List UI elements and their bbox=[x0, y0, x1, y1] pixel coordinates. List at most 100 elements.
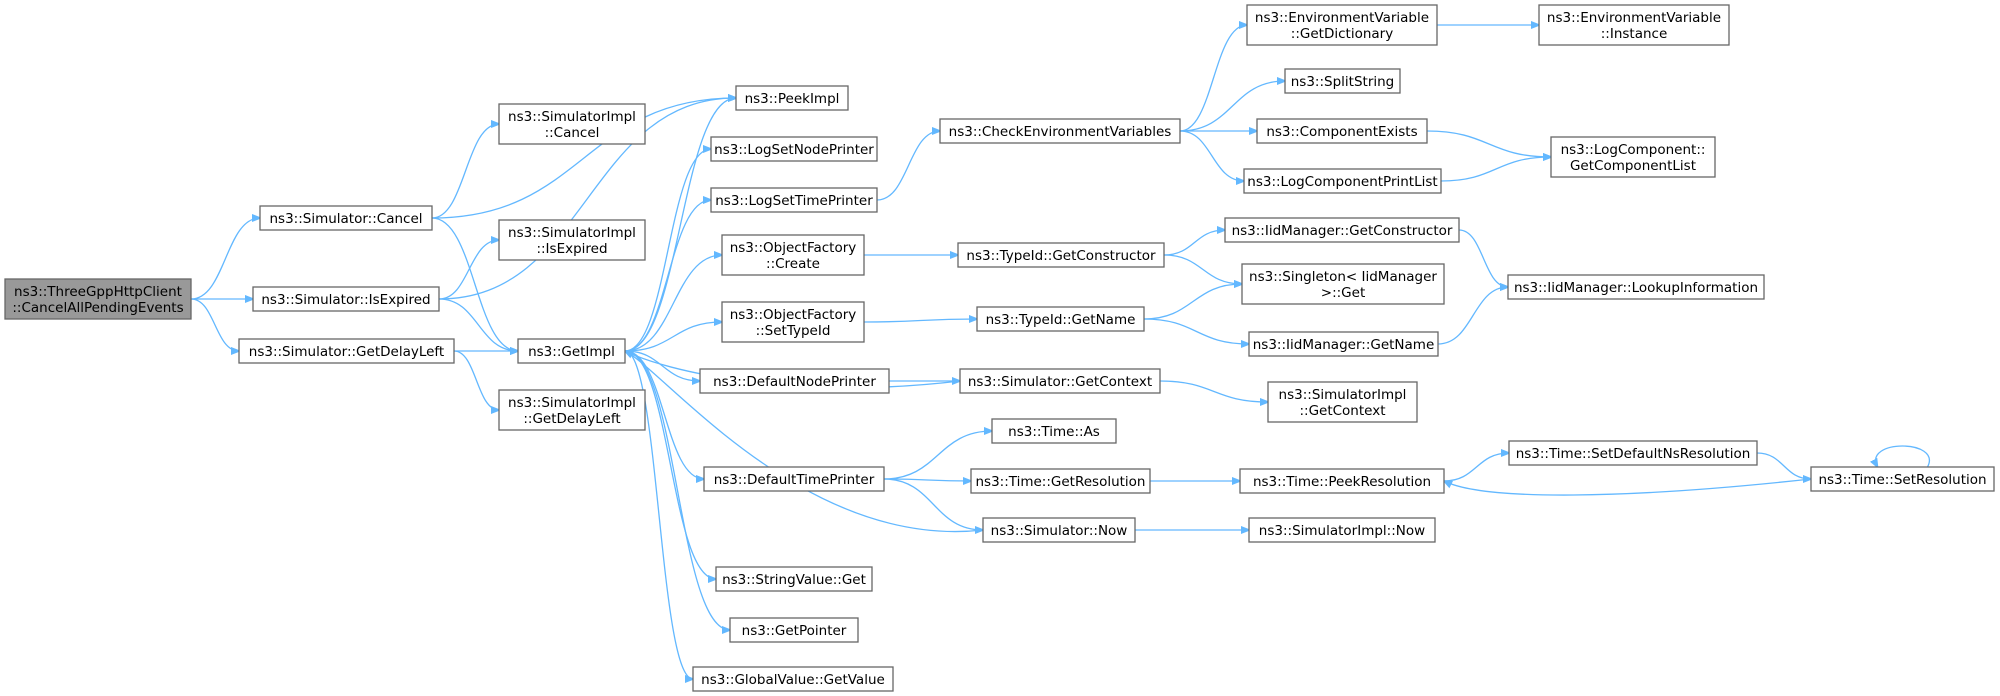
node-logcomponent_getlist[interactable]: ns3::LogComponent::GetComponentList bbox=[1550, 136, 1716, 178]
node-root[interactable]: ns3::ThreeGppHttpClient::CancelAllPendin… bbox=[4, 278, 192, 320]
node-envvar_instance[interactable]: ns3::EnvironmentVariable::Instance bbox=[1538, 4, 1730, 46]
node-box[interactable] bbox=[259, 205, 433, 231]
node-box[interactable] bbox=[957, 242, 1165, 268]
node-box[interactable] bbox=[1243, 168, 1442, 194]
node-logsetnodeprinter[interactable]: ns3::LogSetNodePrinter bbox=[710, 136, 878, 162]
node-box[interactable] bbox=[729, 617, 859, 643]
edge-root-to-sim_cancel bbox=[190, 218, 260, 300]
node-box[interactable] bbox=[1241, 263, 1445, 305]
node-simimpl_now[interactable]: ns3::SimulatorImpl::Now bbox=[1248, 517, 1436, 543]
edge-componentexists-to-logcomponent_getlist bbox=[1426, 130, 1551, 157]
node-label: ns3::DefaultNodePrinter bbox=[713, 374, 876, 390]
node-iid_getname[interactable]: ns3::IidManager::GetName bbox=[1248, 331, 1439, 357]
node-box[interactable] bbox=[1284, 68, 1401, 94]
node-label: ns3::ThreeGppHttpClient bbox=[14, 284, 182, 300]
node-of_create[interactable]: ns3::ObjectFactory::Create bbox=[721, 234, 865, 276]
node-box[interactable] bbox=[1508, 440, 1758, 466]
node-box[interactable] bbox=[715, 566, 873, 592]
node-checkenv[interactable]: ns3::CheckEnvironmentVariables bbox=[939, 118, 1181, 144]
node-label: ns3::LogSetNodePrinter bbox=[714, 142, 874, 158]
node-time_getresolution[interactable]: ns3::Time::GetResolution bbox=[970, 468, 1151, 494]
node-box[interactable] bbox=[498, 103, 646, 145]
node-iid_lookupinformation[interactable]: ns3::IidManager::LookupInformation bbox=[1507, 274, 1765, 300]
node-sim_isexpired[interactable]: ns3::Simulator::IsExpired bbox=[252, 286, 440, 312]
node-box[interactable] bbox=[1507, 274, 1765, 300]
node-defaulttimeprinter[interactable]: ns3::DefaultTimePrinter bbox=[703, 466, 885, 492]
node-getpointer[interactable]: ns3::GetPointer bbox=[729, 617, 859, 643]
node-label: ns3::Singleton< IidManager bbox=[1249, 269, 1437, 285]
node-singleton_get[interactable]: ns3::Singleton< IidManager>::Get bbox=[1241, 263, 1445, 305]
node-logsettimeprinter[interactable]: ns3::LogSetTimePrinter bbox=[710, 187, 878, 213]
node-sim_getdelayleft[interactable]: ns3::Simulator::GetDelayLeft bbox=[238, 338, 455, 364]
node-box[interactable] bbox=[970, 468, 1151, 494]
node-box[interactable] bbox=[1810, 466, 1995, 492]
node-typeid_getconstructor[interactable]: ns3::TypeId::GetConstructor bbox=[957, 242, 1165, 268]
node-time_as[interactable]: ns3::Time::As bbox=[991, 418, 1117, 444]
edge-getimpl-to-of_create bbox=[624, 255, 722, 352]
node-box[interactable] bbox=[939, 118, 1181, 144]
edge-getimpl-to-of_settypeid bbox=[624, 322, 722, 352]
node-time_peekresolution[interactable]: ns3::Time::PeekResolution bbox=[1239, 468, 1445, 494]
node-label: ns3::LogSetTimePrinter bbox=[715, 193, 873, 209]
node-splitstring[interactable]: ns3::SplitString bbox=[1284, 68, 1401, 94]
node-iid_getconstructor[interactable]: ns3::IidManager::GetConstructor bbox=[1224, 217, 1460, 243]
node-simimpl_getdelayleft[interactable]: ns3::SimulatorImpl::GetDelayLeft bbox=[498, 389, 646, 431]
node-box[interactable] bbox=[721, 234, 865, 276]
node-box[interactable] bbox=[498, 389, 646, 431]
node-box[interactable] bbox=[991, 418, 1117, 444]
node-box[interactable] bbox=[982, 517, 1136, 543]
node-typeid_getname[interactable]: ns3::TypeId::GetName bbox=[976, 306, 1145, 332]
node-label: ns3::LogComponent:: bbox=[1561, 142, 1706, 158]
edge-getimpl-to-logsettimeprinter bbox=[624, 200, 711, 352]
node-sim_getcontext[interactable]: ns3::Simulator::GetContext bbox=[959, 368, 1161, 394]
node-box[interactable] bbox=[699, 368, 890, 394]
node-box[interactable] bbox=[1239, 468, 1445, 494]
node-box[interactable] bbox=[1256, 118, 1428, 144]
node-simimpl_cancel[interactable]: ns3::SimulatorImpl::Cancel bbox=[498, 103, 646, 145]
node-box[interactable] bbox=[721, 301, 865, 343]
node-label: ns3::Time::As bbox=[1008, 424, 1100, 440]
node-componentexists[interactable]: ns3::ComponentExists bbox=[1256, 118, 1428, 144]
node-getimpl[interactable]: ns3::GetImpl bbox=[517, 338, 626, 364]
nodes-layer: ns3::ThreeGppHttpClient::CancelAllPendin… bbox=[4, 4, 1995, 692]
node-time_setdefaultnsresolution[interactable]: ns3::Time::SetDefaultNsResolution bbox=[1508, 440, 1758, 466]
node-box[interactable] bbox=[4, 278, 192, 320]
node-simimpl_isexpired[interactable]: ns3::SimulatorImpl::IsExpired bbox=[498, 219, 646, 261]
node-logcomponentprintlist[interactable]: ns3::LogComponentPrintList bbox=[1243, 168, 1442, 194]
node-box[interactable] bbox=[252, 286, 440, 312]
node-box[interactable] bbox=[735, 85, 849, 111]
node-sim_now[interactable]: ns3::Simulator::Now bbox=[982, 517, 1136, 543]
node-of_settypeid[interactable]: ns3::ObjectFactory::SetTypeId bbox=[721, 301, 865, 343]
node-box[interactable] bbox=[238, 338, 455, 364]
node-simimpl_getcontext[interactable]: ns3::SimulatorImpl::GetContext bbox=[1267, 381, 1418, 423]
node-stringvalue_get[interactable]: ns3::StringValue::Get bbox=[715, 566, 873, 592]
node-box[interactable] bbox=[1248, 331, 1439, 357]
node-defaultnodeprinter[interactable]: ns3::DefaultNodePrinter bbox=[699, 368, 890, 394]
edge-getimpl-to-globalvalue_getvalue bbox=[624, 350, 693, 679]
node-box[interactable] bbox=[959, 368, 1161, 394]
node-box[interactable] bbox=[976, 306, 1145, 332]
node-box[interactable] bbox=[1267, 381, 1418, 423]
node-globalvalue_getvalue[interactable]: ns3::GlobalValue::GetValue bbox=[692, 666, 894, 692]
node-label: ns3::Time::SetDefaultNsResolution bbox=[1516, 446, 1751, 462]
node-label: ::SetTypeId bbox=[756, 323, 831, 339]
node-box[interactable] bbox=[1538, 4, 1730, 46]
node-box[interactable] bbox=[1550, 136, 1716, 178]
node-box[interactable] bbox=[498, 219, 646, 261]
node-box[interactable] bbox=[692, 666, 894, 692]
node-sim_cancel[interactable]: ns3::Simulator::Cancel bbox=[259, 205, 433, 231]
node-label: ns3::Time::PeekResolution bbox=[1253, 474, 1431, 490]
node-box[interactable] bbox=[517, 338, 626, 364]
node-box[interactable] bbox=[1224, 217, 1460, 243]
node-box[interactable] bbox=[710, 187, 878, 213]
node-box[interactable] bbox=[703, 466, 885, 492]
node-box[interactable] bbox=[1246, 4, 1438, 46]
node-envvar_getdictionary[interactable]: ns3::EnvironmentVariable::GetDictionary bbox=[1246, 4, 1438, 46]
node-time_setresolution[interactable]: ns3::Time::SetResolution bbox=[1810, 466, 1995, 492]
node-label: ns3::ObjectFactory bbox=[730, 240, 857, 256]
edge-logsettimeprinter-to-checkenv bbox=[876, 131, 940, 201]
node-box[interactable] bbox=[710, 136, 878, 162]
node-peekimpl[interactable]: ns3::PeekImpl bbox=[735, 85, 849, 111]
node-box[interactable] bbox=[1248, 517, 1436, 543]
